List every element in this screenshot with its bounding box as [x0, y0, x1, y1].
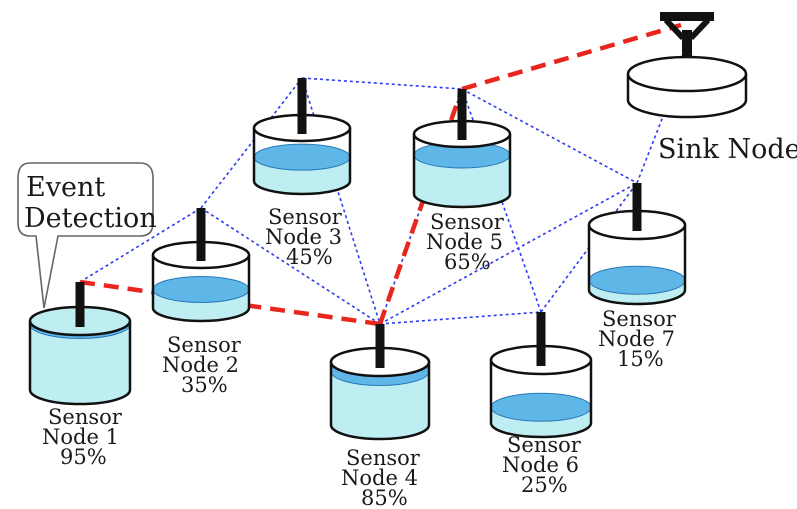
node-6-percent: 25% [521, 473, 568, 497]
node-1-label-line-2: Node 1 [42, 425, 119, 449]
sink-node-label: Sink Node [658, 134, 797, 165]
node-6-label-line-2: Node 6 [502, 453, 579, 477]
event-detection-callout: Event Detection [17, 162, 157, 309]
sink-antenna-icon [660, 12, 714, 64]
node-3-label: Sensor Node 3 45% [265, 205, 343, 269]
node-1-percent: 95% [60, 445, 107, 469]
node-6-antenna-icon [536, 312, 546, 366]
node-7-label: Sensor Node 7 15% [598, 307, 677, 371]
mesh-link-4-6 [379, 311, 542, 325]
sensor-node-6 [489, 312, 593, 439]
mesh-link-4-7 [379, 182, 638, 325]
sensor-node-4 [329, 324, 431, 441]
sensor-node-1 [28, 282, 132, 406]
node-2-percent: 35% [181, 373, 228, 397]
node-5-label: Sensor Node 5 65% [426, 210, 505, 274]
sensor-node-3 [252, 78, 352, 196]
node-2-label-line-2: Node 2 [162, 353, 239, 377]
node-4-label-line-1: Sensor [346, 446, 421, 470]
node-3-percent: 45% [286, 245, 333, 269]
node-2-antenna-icon [196, 208, 206, 261]
node-4-antenna-icon [375, 324, 385, 368]
node-2-label-line-1: Sensor [167, 333, 242, 357]
node-labels: Sensor Node 1 95% Sensor Node 2 35% Sens… [42, 205, 677, 509]
node-1-label: Sensor Node 1 95% [42, 405, 123, 469]
node-1-liquid [30, 324, 130, 404]
callout-line-1: Event [26, 172, 105, 203]
node-7-label-line-2: Node 7 [598, 327, 675, 351]
node-3-liquid-surface [253, 143, 351, 171]
node-6-label-line-1: Sensor [507, 433, 582, 457]
sensor-nodes [28, 78, 687, 441]
node-4-liquid [331, 371, 429, 439]
node-4-label-line-2: Node 4 [341, 466, 418, 490]
node-7-antenna-icon [632, 183, 642, 231]
node-5-antenna-icon [457, 89, 467, 140]
node-6-liquid-surface [490, 392, 592, 422]
node-7-percent: 15% [617, 347, 664, 371]
node-4-label: Sensor Node 4 85% [341, 446, 421, 509]
callout-line-2: Detection [24, 203, 157, 234]
sensor-node-7 [587, 183, 687, 306]
node-6-label: Sensor Node 6 25% [502, 433, 582, 497]
node-2-label: Sensor Node 2 35% [162, 333, 242, 397]
node-5-label-line-1: Sensor [430, 210, 505, 234]
node-7-label-line-1: Sensor [602, 307, 677, 331]
node-3-label-line-2: Node 3 [265, 225, 342, 249]
node-5-liquid [414, 155, 510, 207]
node-3-antenna-icon [297, 78, 307, 134]
sink-cylinder [626, 55, 748, 119]
node-2-liquid-surface [152, 275, 250, 303]
node-4-percent: 85% [361, 486, 408, 509]
node-1-label-line-1: Sensor [48, 405, 123, 429]
sink-node: Sink Node [626, 12, 797, 165]
route-link-node4-node5 [377, 88, 465, 325]
sensor-node-2 [151, 208, 251, 323]
node-7-liquid-surface [588, 265, 686, 295]
node-3-label-line-1: Sensor [268, 205, 343, 229]
mesh-link-3-5 [301, 77, 463, 90]
route-link-node5-sink [461, 22, 682, 92]
node-5-label-line-2: Node 5 [426, 230, 503, 254]
node-1-antenna-icon [75, 282, 85, 327]
sensor-node-5 [412, 89, 512, 209]
node-5-percent: 65% [444, 250, 491, 274]
